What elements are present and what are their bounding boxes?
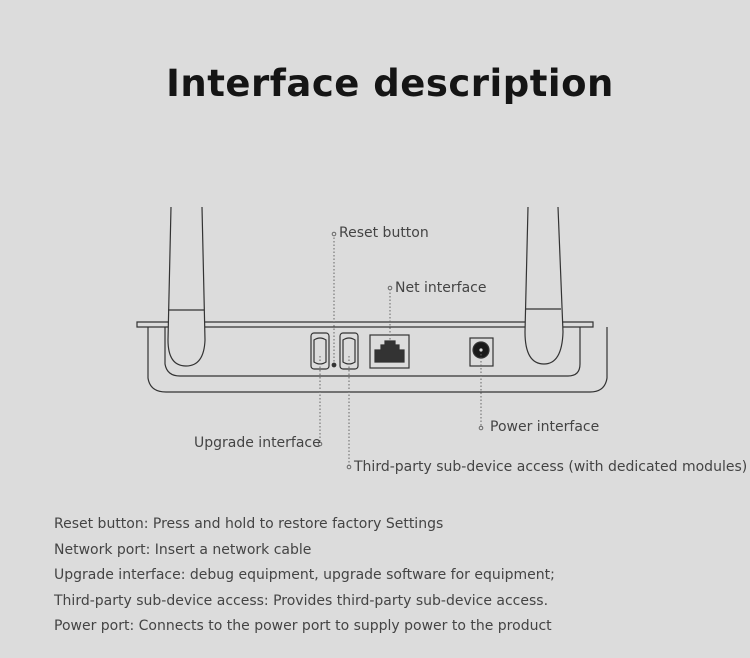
callout-reset-button: Reset button [339,225,429,241]
description-third-party: Third-party sub-device access: Provides … [54,593,549,609]
page-title: Interface description [166,62,614,105]
upgrade-port [310,332,330,370]
router-top-edge [136,321,594,328]
third-party-port [339,332,359,370]
left-antenna [167,206,206,367]
reset-button [331,362,337,368]
callout-net-interface: Net interface [395,280,487,296]
description-upgrade: Upgrade interface: debug equipment, upgr… [54,567,555,583]
callout-power-interface: Power interface [490,419,600,435]
description-reset: Reset button: Press and hold to restore … [54,516,444,532]
description-power: Power port: Connects to the power port t… [54,618,552,634]
router-body-inner [164,327,581,377]
right-antenna [524,206,564,365]
callout-third-party-access: Third-party sub-device access (with dedi… [354,459,748,475]
callout-upgrade-interface: Upgrade interface [194,435,321,451]
router-body-outer [147,327,608,393]
description-network: Network port: Insert a network cable [54,542,312,558]
